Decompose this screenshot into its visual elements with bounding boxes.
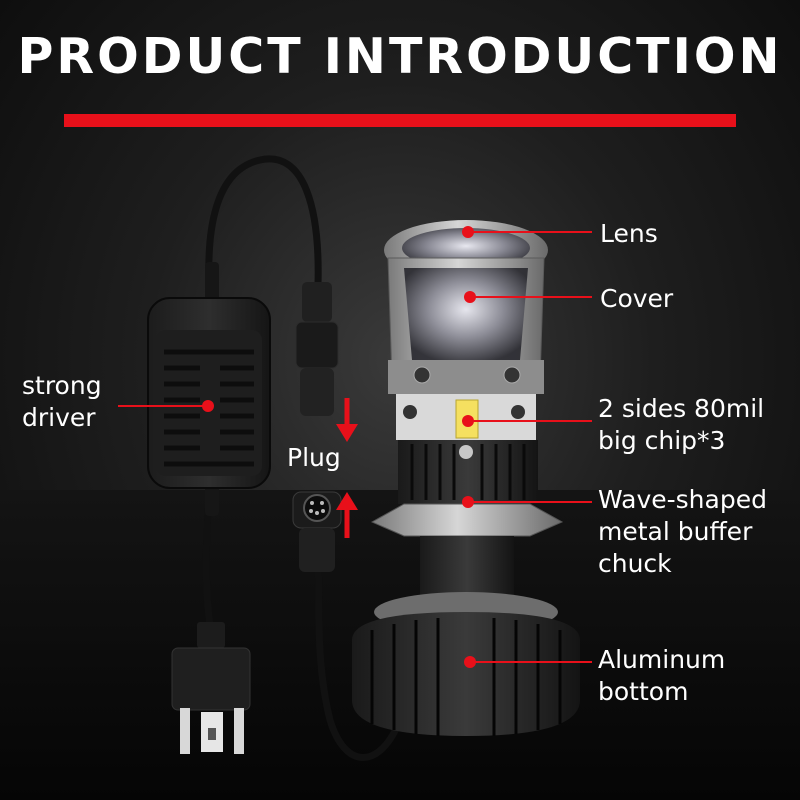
callout-chip-pointer	[462, 415, 592, 427]
callout-lens-pointer	[462, 226, 592, 238]
callout-chuck-label: Wave-shaped metal buffer chuck	[598, 485, 767, 578]
callout-driver-pointer	[118, 400, 214, 412]
headline-underline-bar	[64, 114, 736, 127]
callout-chip-label: 2 sides 80mil big chip*3	[598, 394, 765, 455]
connector-female	[292, 491, 342, 572]
connector-male	[295, 282, 339, 416]
callout-chuck-pointer	[462, 496, 592, 508]
callout-bottom-pointer	[464, 656, 592, 668]
driver-box	[147, 262, 271, 516]
callout-plug-label: Plug	[287, 443, 341, 472]
callout-driver-label: strong driver	[22, 371, 102, 432]
projector-bulb	[352, 220, 580, 736]
callout-cover-pointer	[464, 291, 592, 303]
callout-bottom-label: Aluminum bottom	[598, 645, 726, 706]
callout-lens-label: Lens	[600, 219, 658, 248]
headline: PRODUCT INTRODUCTION	[17, 28, 783, 85]
h4-plug	[171, 622, 251, 754]
plug-arrow-down	[336, 398, 358, 442]
callout-cover-label: Cover	[600, 284, 674, 313]
plug-arrow-up	[336, 492, 358, 538]
